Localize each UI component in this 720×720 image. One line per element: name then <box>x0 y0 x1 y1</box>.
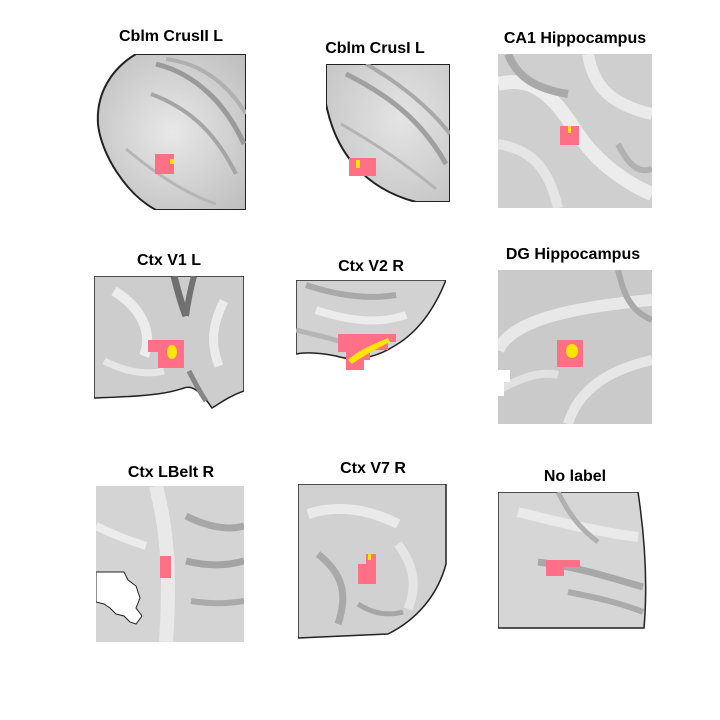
brain-slice-image <box>298 484 448 640</box>
brain-slice-image <box>498 270 652 424</box>
activation-cluster <box>560 126 579 145</box>
panel-title: Ctx V7 R <box>340 460 406 477</box>
brain-slice-image <box>94 276 244 410</box>
brain-slice-image <box>96 54 246 210</box>
panel-title: Ctx V2 R <box>338 258 404 275</box>
activation-cluster <box>349 158 376 176</box>
activation-cluster <box>546 560 580 576</box>
panel-ctx-v2-r: Ctx V2 R <box>296 254 446 374</box>
panel-title: No label <box>543 468 607 485</box>
brain-slice-image <box>96 486 244 642</box>
panel-title: Ctx V1 L <box>136 252 201 269</box>
brain-slice-image <box>498 492 648 632</box>
panel-title: Ctx LBelt R <box>127 464 215 481</box>
panel-dg-hippocampus: DG Hippocampus <box>488 244 658 424</box>
panel-cblm-crusii-l: Cblm CrusII L <box>96 28 246 210</box>
brain-slice-image <box>296 280 446 374</box>
brain-slice-image <box>326 64 450 202</box>
brain-slice-image <box>498 54 652 208</box>
panel-title: Cblm CrusII L <box>118 28 223 45</box>
panel-title: DG Hippocampus <box>505 246 641 263</box>
panel-ctx-v1-l: Ctx V1 L <box>94 248 244 410</box>
panel-ctx-lbelt-r: Ctx LBelt R <box>96 460 246 642</box>
panel-title: CA1 Hippocampus <box>503 30 647 47</box>
activation-cluster <box>160 556 171 578</box>
activation-cluster <box>155 154 174 174</box>
panel-ctx-v7-r: Ctx V7 R <box>298 460 448 640</box>
panel-cblm-crusi-l: Cblm CrusI L <box>300 32 450 202</box>
panel-no-label: No label <box>490 466 660 636</box>
panel-ca1-hippocampus: CA1 Hippocampus <box>490 28 660 210</box>
activation-cluster <box>358 554 376 584</box>
panel-title: Cblm CrusI L <box>325 40 425 57</box>
